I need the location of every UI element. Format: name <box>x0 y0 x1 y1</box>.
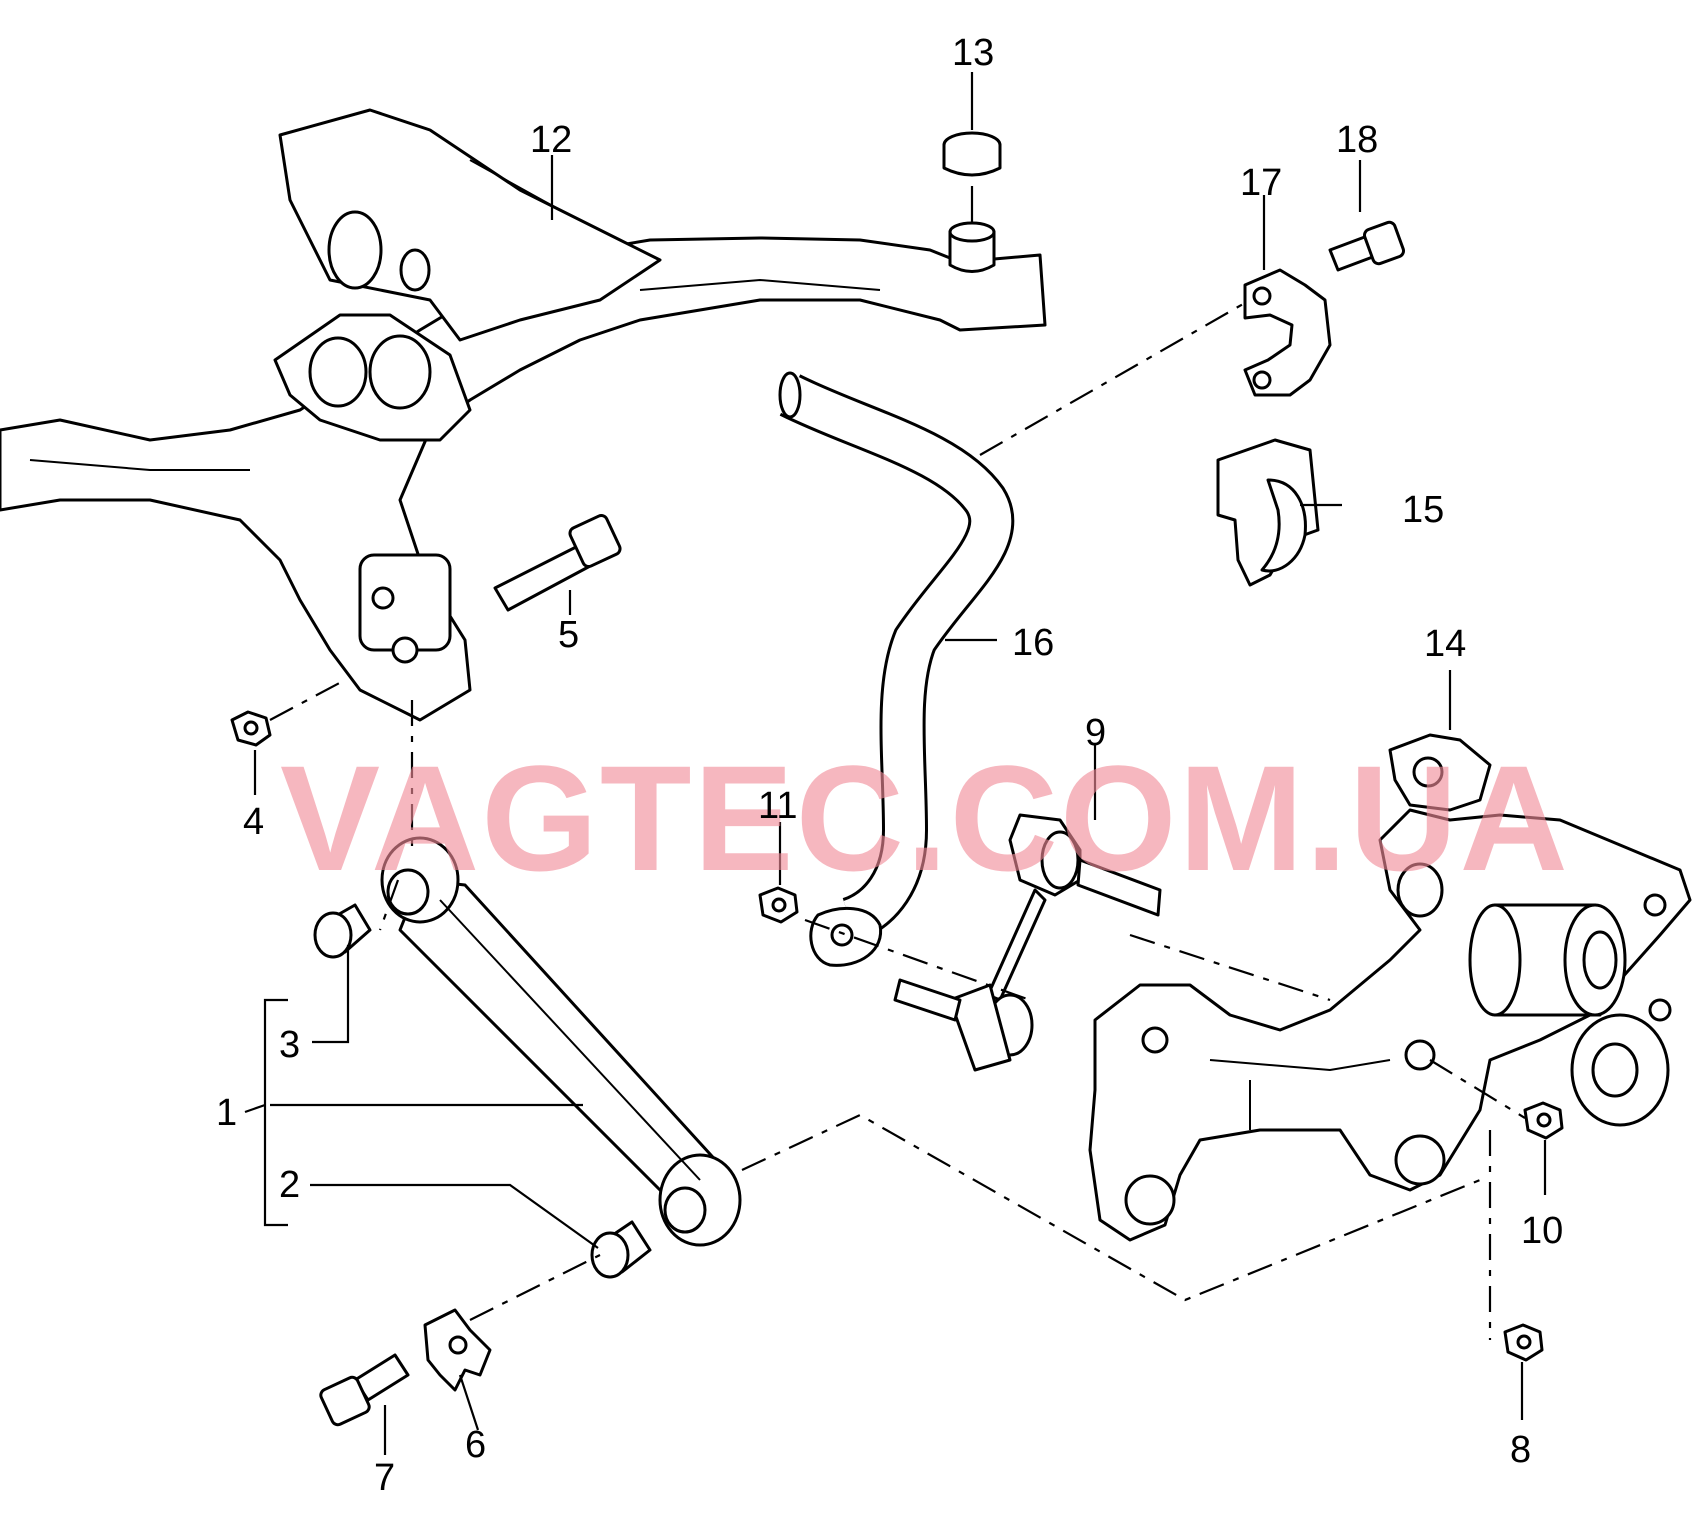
bush-2 <box>590 1220 652 1279</box>
callout-12: 12 <box>530 119 572 161</box>
rubber-mounting-15 <box>1216 438 1320 587</box>
nut-10 <box>1523 1101 1564 1140</box>
coupling-rod <box>893 813 1162 1072</box>
callout-numbers: 1 2 3 4 5 6 7 8 9 10 11 12 13 14 15 16 1… <box>216 32 1563 1499</box>
callout-5: 5 <box>558 614 579 656</box>
subframe <box>0 108 1047 722</box>
leader-lines <box>244 72 1547 1455</box>
callout-10: 10 <box>1521 1210 1563 1252</box>
callout-4: 4 <box>243 801 264 843</box>
callout-16: 16 <box>1012 622 1054 664</box>
callout-1: 1 <box>216 1092 237 1134</box>
callout-15: 15 <box>1402 489 1444 531</box>
hexagon-bolt-7 <box>319 1353 410 1427</box>
watermark: VAGTEC.COM.UA <box>280 734 1570 902</box>
hexagon-bolt-5 <box>493 513 622 612</box>
wheel-bearing-housing <box>1088 733 1692 1242</box>
transverse-link <box>380 836 742 1247</box>
nut-4 <box>230 710 272 747</box>
bush-13 <box>942 131 1002 273</box>
callout-11: 11 <box>758 785 797 827</box>
callout-8: 8 <box>1510 1429 1531 1471</box>
eccentric-washer-6 <box>423 1308 492 1392</box>
bush-3 <box>313 903 372 959</box>
callout-2: 2 <box>279 1164 300 1206</box>
callout-7: 7 <box>374 1457 395 1499</box>
callout-17: 17 <box>1240 162 1282 204</box>
callout-3: 3 <box>279 1024 300 1066</box>
callout-18: 18 <box>1336 119 1378 161</box>
nut-8 <box>1503 1323 1544 1362</box>
bolt-18 <box>1328 220 1406 272</box>
nut-11 <box>758 886 799 924</box>
callout-14: 14 <box>1424 623 1466 665</box>
callout-9: 9 <box>1085 712 1106 754</box>
clamp-17 <box>1243 268 1332 397</box>
assembly-lines <box>269 299 1526 1340</box>
callout-6: 6 <box>465 1424 486 1466</box>
stabilizer-bar <box>778 371 1015 967</box>
callout-13: 13 <box>952 32 994 74</box>
